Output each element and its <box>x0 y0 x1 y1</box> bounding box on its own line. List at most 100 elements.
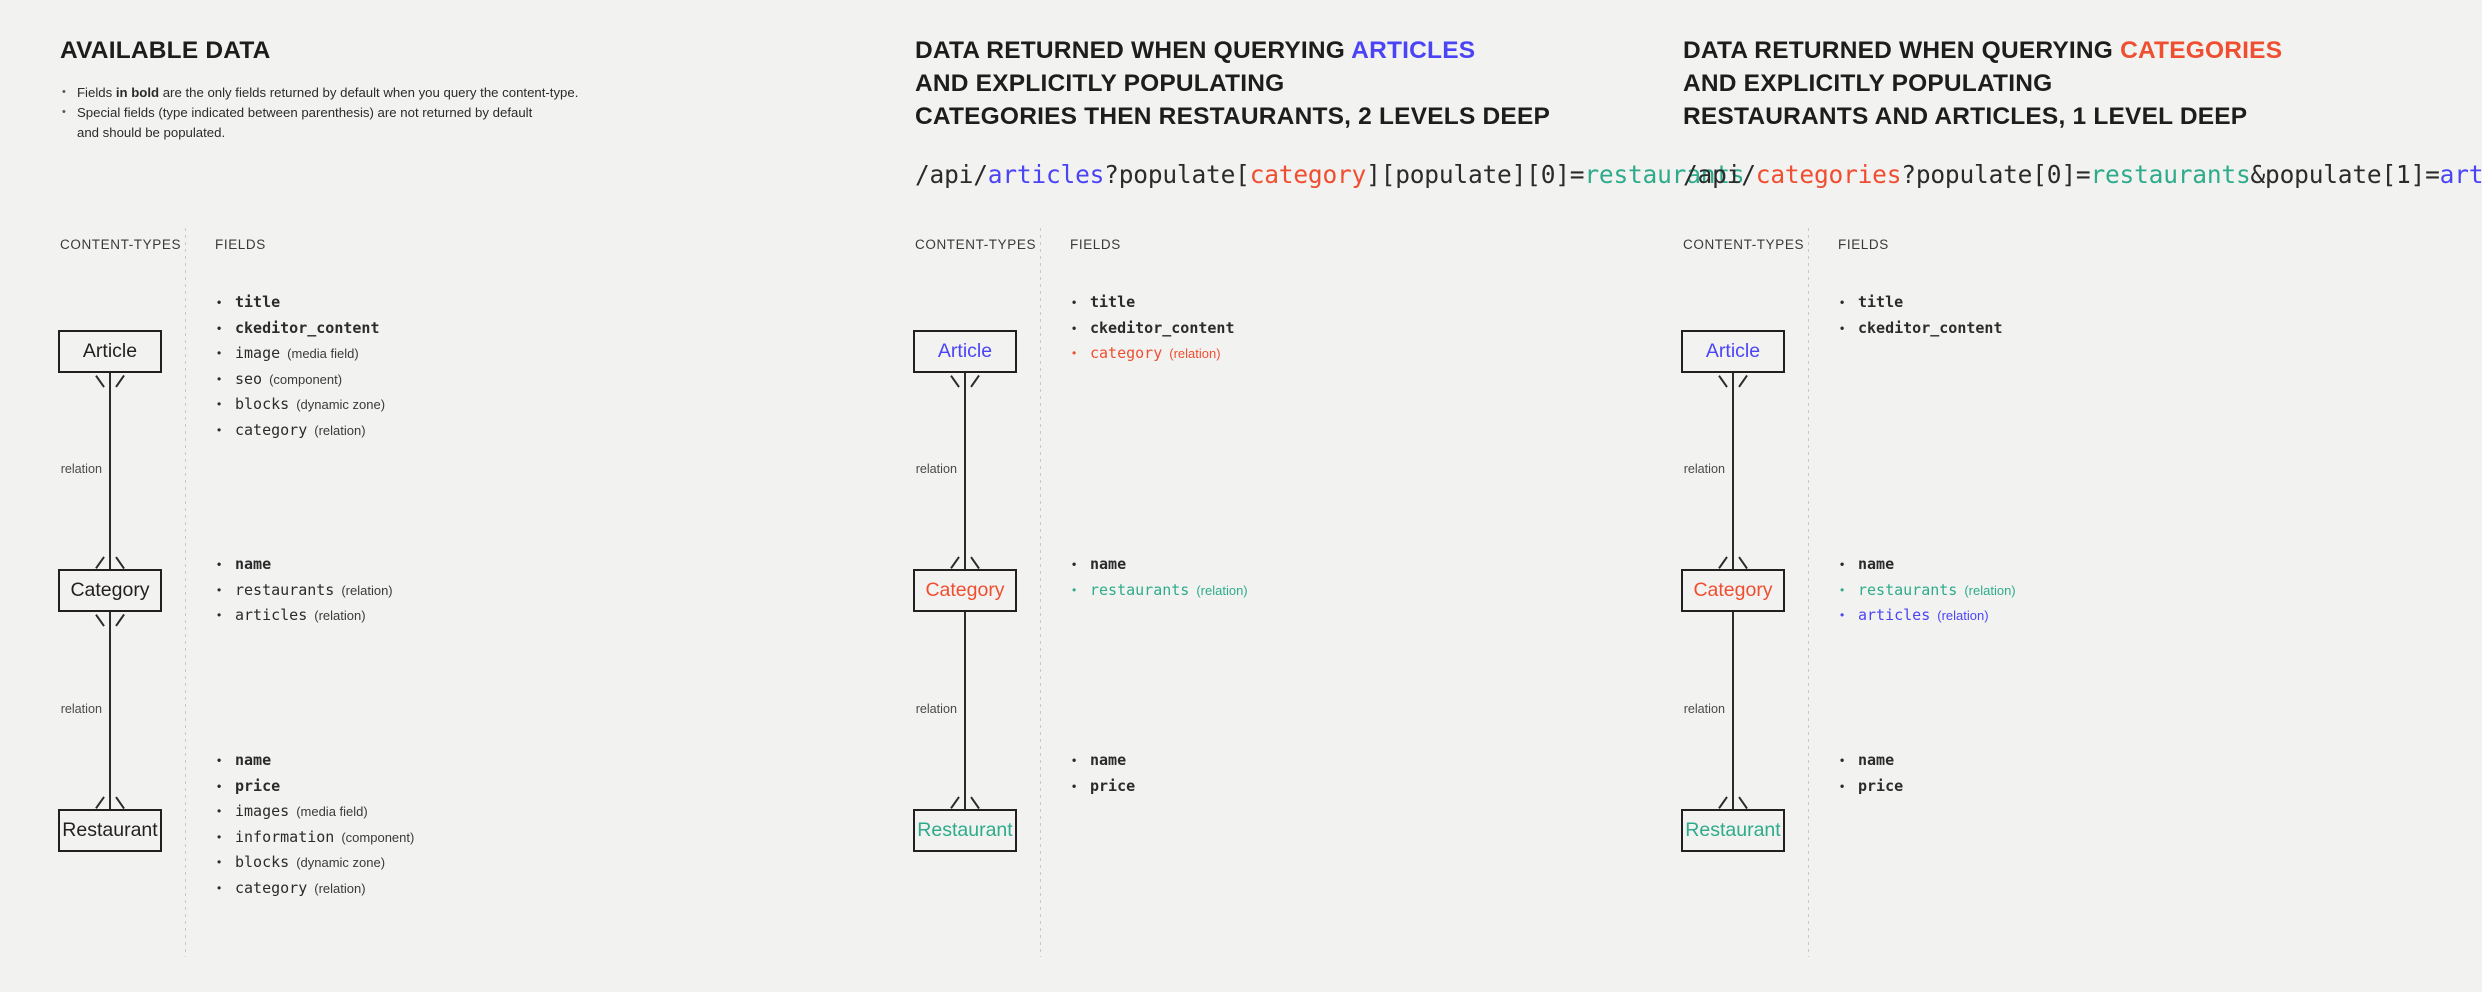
arrow-shaft <box>1732 373 1735 569</box>
field-item: restaurants(relation) <box>215 578 393 604</box>
field-name: seo <box>235 369 263 388</box>
arrow-head-up <box>101 612 119 624</box>
url-segment: ?populate[0]= <box>1901 160 2091 189</box>
field-name: name <box>1090 555 1127 573</box>
api-url: /api/categories?populate[0]=restaurants&… <box>1683 159 2482 191</box>
field-name: category <box>235 420 308 439</box>
title-segment: AND EXPLICITLY POPULATING <box>915 70 1285 97</box>
panel-title-line: DATA RETURNED WHEN QUERYING CATEGORIES <box>1683 34 2482 67</box>
arrow-head-up <box>1724 373 1742 385</box>
panel-title-line: AND EXPLICITLY POPULATING <box>915 67 1744 100</box>
content-type-label: Category <box>70 579 150 601</box>
relation-arrow-2 <box>1721 612 1745 809</box>
note-item: Special fields (type indicated between p… <box>60 102 578 143</box>
relation-label: relation <box>915 701 957 716</box>
field-kind: (media field) <box>287 346 359 361</box>
content-type-box-restaurant[interactable]: Restaurant <box>1681 809 1785 852</box>
column-divider <box>185 228 186 957</box>
title-segment: DATA RETURNED WHEN QUERYING <box>915 37 1352 64</box>
column-header-content-types: CONTENT-TYPES <box>60 237 182 252</box>
field-name: price <box>1090 776 1136 795</box>
arrow-head-down <box>101 557 119 569</box>
content-type-box-article[interactable]: Article <box>1681 330 1785 373</box>
url-segment: restaurants <box>2090 160 2251 189</box>
panel-title-line: AVAILABLE DATA <box>60 34 578 67</box>
content-type-box-restaurant[interactable]: Restaurant <box>913 809 1017 852</box>
panel-title-line: RESTAURANTS AND ARTICLES, 1 LEVEL DEEP <box>1683 100 2482 133</box>
field-name: restaurants <box>235 580 335 599</box>
field-item: ckeditor_content <box>1838 316 2003 342</box>
field-name: image <box>235 344 281 362</box>
field-name: title <box>1090 293 1136 311</box>
note-item: Fields in bold are the only fields retur… <box>60 82 578 103</box>
url-segment: articles <box>2439 160 2482 189</box>
column-header-fields: FIELDS <box>215 237 266 252</box>
arrow-head-down <box>1724 797 1742 809</box>
title-segment: CATEGORIES THEN RESTAURANTS, 2 LEVELS DE… <box>915 103 1551 130</box>
field-item: seo(component) <box>215 367 385 393</box>
field-item: images(media field) <box>215 799 414 825</box>
content-type-box-article[interactable]: Article <box>913 330 1017 373</box>
field-name: name <box>1090 751 1127 769</box>
field-name: name <box>1858 555 1895 573</box>
content-type-box-restaurant[interactable]: Restaurant <box>58 809 162 852</box>
arrow-head-down <box>1724 557 1742 569</box>
field-item: blocks(dynamic zone) <box>215 392 385 418</box>
relation-arrow-2 <box>953 612 977 809</box>
content-type-box-article[interactable]: Article <box>58 330 162 373</box>
field-name: images <box>235 802 290 820</box>
field-item: articles (relation) <box>215 603 393 629</box>
relation-label: relation <box>1683 462 1725 476</box>
field-item: name <box>1838 552 2016 578</box>
column-header-content-types: CONTENT-TYPES <box>915 237 1037 252</box>
content-type-box-category[interactable]: Category <box>58 569 162 612</box>
field-item: information(component) <box>215 825 414 851</box>
url-segment: restaurants <box>1584 160 1745 189</box>
field-item: category (relation) <box>215 418 385 444</box>
field-kind: (relation) <box>314 608 366 623</box>
relation-arrow-2 <box>98 612 122 809</box>
field-group-restaurant: name price <box>1070 748 1135 799</box>
content-type-label: Restaurant <box>917 819 1013 841</box>
field-kind: (relation) <box>314 422 366 438</box>
title-segment: AVAILABLE DATA <box>60 37 271 64</box>
arrow-head-down <box>956 797 974 809</box>
relation-label: relation <box>1683 701 1725 716</box>
column-divider <box>1040 228 1041 957</box>
content-type-label: Article <box>1705 340 1761 362</box>
field-kind: (relation) <box>1196 582 1248 598</box>
field-name: articles <box>235 606 308 624</box>
arrow-head-up <box>101 373 119 385</box>
column-divider <box>1808 228 1809 957</box>
field-item: title <box>1070 290 1235 316</box>
content-type-box-category[interactable]: Category <box>913 569 1017 612</box>
field-name: ckeditor_content <box>235 318 380 337</box>
panel-title-line: CATEGORIES THEN RESTAURANTS, 2 LEVELS DE… <box>915 100 1744 133</box>
field-name: title <box>235 293 281 311</box>
url-segment: /api/ <box>915 160 988 189</box>
title-segment: AND EXPLICITLY POPULATING <box>1683 70 2053 97</box>
field-item: name <box>215 552 393 578</box>
field-group-restaurant: namepriceimages(media field)information(… <box>215 748 414 901</box>
url-segment: categories <box>1755 160 1902 189</box>
title-segment: CATEGORIES <box>2120 37 2283 64</box>
field-item: restaurants(relation) <box>1838 578 2016 604</box>
field-kind: (relation) <box>1937 608 1989 623</box>
field-kind: (component) <box>341 829 415 845</box>
content-type-label: Article <box>937 340 993 362</box>
field-item: ckeditor_content <box>215 316 385 342</box>
content-type-box-category[interactable]: Category <box>1681 569 1785 612</box>
field-group-category: namerestaurants(relation) articles (relati… <box>215 552 393 629</box>
field-group-restaurant: nameprice <box>1838 748 1903 799</box>
note-continuation: and should be populated. <box>77 125 226 140</box>
column-header-content-types: CONTENT-TYPES <box>1683 237 1805 252</box>
field-group-article: titleckeditor_content <box>1838 290 2003 341</box>
field-group-article: title ckeditor_contentimage (media field) s… <box>215 290 385 443</box>
panel-available-data: AVAILABLE DATA Fields in bold are the onl… <box>0 0 855 992</box>
content-type-label: Category <box>1693 579 1773 601</box>
content-type-label: Restaurant <box>62 819 158 841</box>
field-item: articles(relation) <box>1838 603 2016 629</box>
arrow-shaft <box>964 373 967 569</box>
